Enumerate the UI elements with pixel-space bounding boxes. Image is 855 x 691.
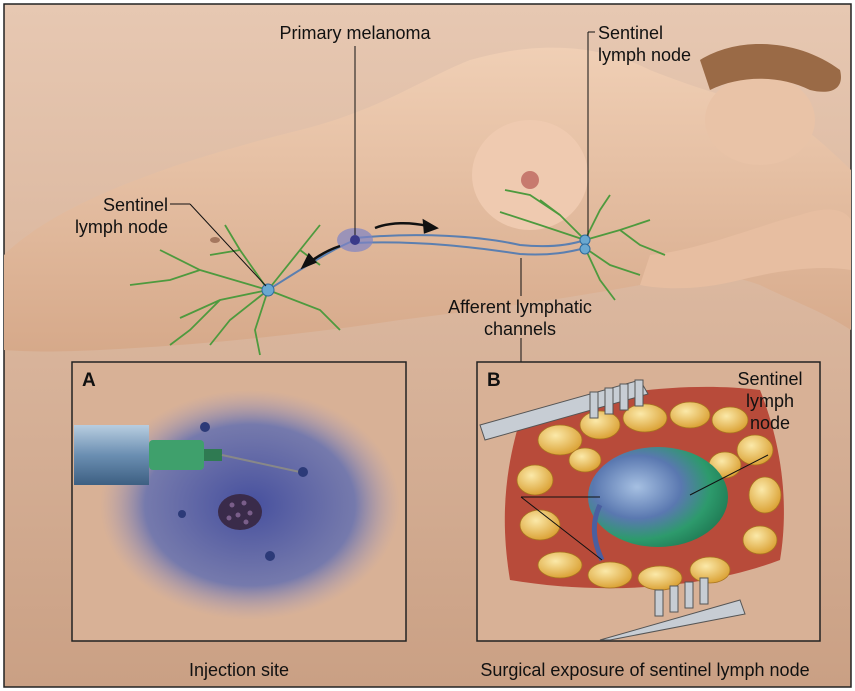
caption-injection-site: Injection site <box>72 660 406 681</box>
panel-a <box>72 362 406 641</box>
label-primary-melanoma: Primary melanoma <box>250 22 460 44</box>
sentinel-node-left <box>262 284 274 296</box>
label-panel-b-sentinel: Sentinel lymph node <box>720 368 820 434</box>
sentinel-node-right-2 <box>580 244 590 254</box>
panel-b-letter: B <box>487 370 501 392</box>
primary-melanoma <box>350 235 360 245</box>
caption-surgical-exposure: Surgical exposure of sentinel lymph node <box>440 660 850 681</box>
panel-a-letter: A <box>82 370 96 392</box>
head <box>705 75 815 165</box>
label-sentinel-node-right: Sentinel lymph node <box>598 22 738 66</box>
syringe-barrel <box>74 425 149 485</box>
sentinel-node-exposed <box>588 447 728 547</box>
label-sentinel-node-left: Sentinel lymph node <box>40 194 168 238</box>
tumor <box>218 494 262 530</box>
label-afferent-channels: Afferent lymphatic channels <box>420 296 620 340</box>
